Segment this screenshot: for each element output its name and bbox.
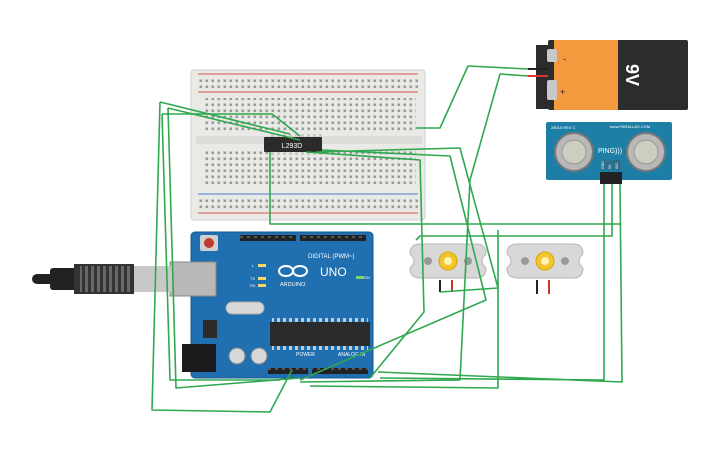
arduino-brand-label: ARDUINO bbox=[280, 282, 306, 288]
sensor-rev-label: 28015 REV C bbox=[551, 125, 576, 130]
wire-left-loop-3[interactable] bbox=[161, 113, 280, 381]
battery-9v[interactable]: - + 9V bbox=[528, 40, 688, 110]
l293d-driver-chip[interactable]: L293D bbox=[264, 134, 322, 155]
wire-battery-positive[interactable] bbox=[299, 73, 529, 383]
battery-minus-label: - bbox=[563, 54, 566, 64]
l293d-label: L293D bbox=[282, 143, 303, 150]
arduino-uno-board[interactable]: DIGITAL (PWM~) ARDUINO UNO L TX RX ON bbox=[169, 231, 374, 379]
sensor-pin-gnd-label: GND bbox=[601, 161, 605, 169]
led-tx-label: TX bbox=[250, 276, 255, 281]
wire-left-loop-2[interactable] bbox=[167, 107, 301, 389]
wire-chip-in-3[interactable] bbox=[162, 113, 301, 137]
power-label: POWER bbox=[296, 352, 315, 358]
wire-battery-negative[interactable] bbox=[416, 65, 529, 129]
led-on-label: ON bbox=[364, 275, 370, 280]
battery-voltage-label: 9V bbox=[622, 64, 642, 86]
wire-chip-to-motor-1[interactable] bbox=[315, 147, 499, 293]
wire-left-loop-1[interactable] bbox=[151, 101, 293, 413]
sensor-pin-5v-label: 5V bbox=[608, 164, 612, 169]
sensor-pin-sig-label: SIG bbox=[615, 163, 619, 169]
usb-plug-icon[interactable] bbox=[32, 264, 172, 294]
wire-chip-to-arduino[interactable] bbox=[269, 152, 620, 225]
wire-sensor-sig[interactable] bbox=[377, 183, 623, 383]
led-l-label: L bbox=[252, 263, 255, 268]
wire-motor-2[interactable] bbox=[309, 230, 499, 389]
dc-motor-2[interactable] bbox=[506, 243, 584, 294]
arduino-logo-icon bbox=[278, 265, 308, 277]
wire-sensor-5v[interactable] bbox=[415, 184, 613, 241]
battery-plus-label: + bbox=[560, 87, 565, 97]
arduino-model-label: UNO bbox=[320, 265, 347, 279]
wires[interactable] bbox=[151, 65, 623, 413]
wire-sensor-gnd[interactable] bbox=[379, 184, 605, 381]
sensor-brand-label: www.PARALLAX.COM bbox=[610, 124, 650, 129]
ultrasonic-sensor[interactable]: PING))) www.PARALLAX.COM 28015 REV C GND… bbox=[546, 122, 672, 184]
reset-button-icon[interactable] bbox=[200, 235, 218, 251]
digital-pins-label: DIGITAL (PWM~) bbox=[308, 254, 355, 260]
analog-in-label: ANALOG IN bbox=[338, 352, 366, 358]
wire-chip-in-1[interactable] bbox=[159, 101, 291, 135]
wire-chip-to-motor-2[interactable] bbox=[299, 149, 487, 381]
sensor-model-label: PING))) bbox=[598, 148, 622, 155]
led-rx-label: RX bbox=[250, 283, 256, 288]
